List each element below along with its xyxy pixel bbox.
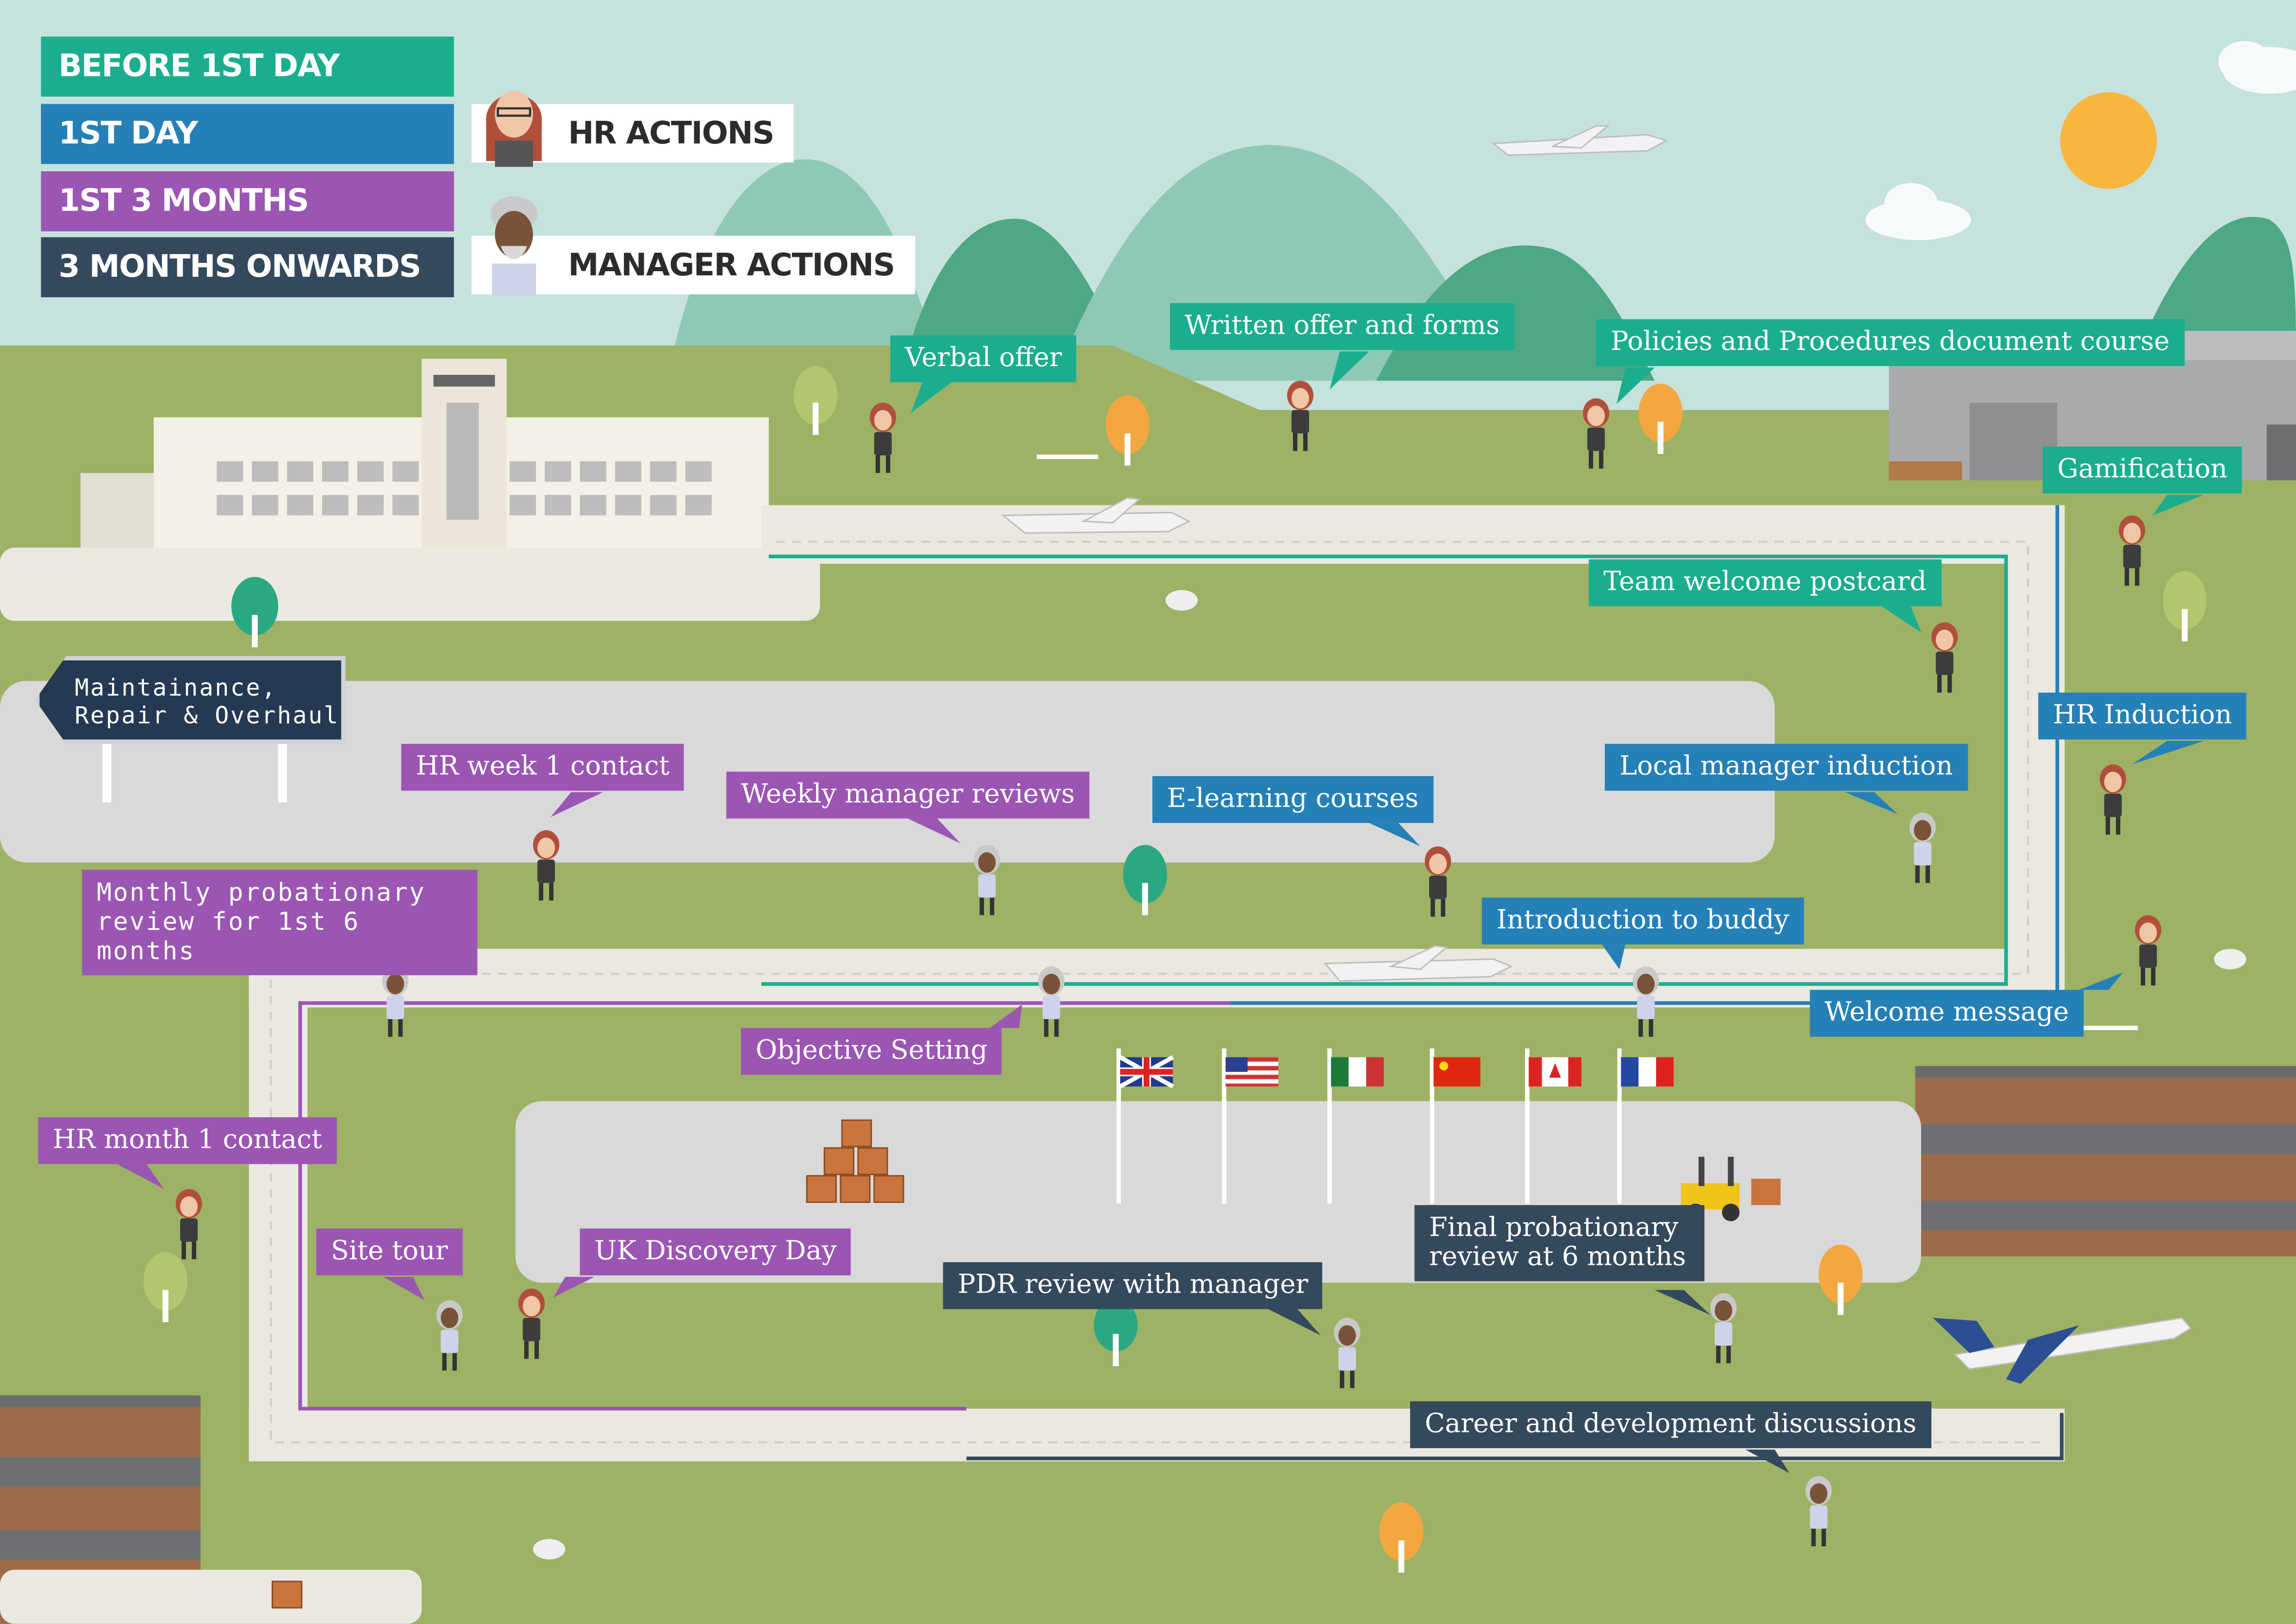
manager-person-icon [1632,966,1659,1037]
mro-sign: Maintainance, Repair & Overhaul [35,656,346,744]
hr-person-icon [1931,622,1958,693]
legend-manager-actions: MANAGER ACTIONS [471,236,915,294]
airplane-icon [1001,125,2192,1370]
callout-policies-procedures: Policies and Procedures document course [1596,319,2184,366]
france-flag-icon [1621,1057,1674,1087]
hr-person-icon [1583,398,1610,469]
manager-person-icon [1710,1293,1737,1363]
callout-team-welcome-postcard: Team welcome postcard [1588,559,1941,606]
callout-verbal-offer: Verbal offer [890,335,1077,382]
legend-three-months-onwards: 3 MONTHS ONWARDS [41,237,454,298]
manager-person-icon [1805,1476,1832,1547]
manager-person-icon [1038,966,1065,1037]
callout-gamification: Gamification [2042,446,2242,494]
callout-hr-week1-contact: HR week 1 contact [401,744,684,791]
legend-manager-label: MANAGER ACTIONS [568,247,896,283]
hr-person-icon [533,830,560,901]
legend-first-day: 1ST DAY [41,104,454,164]
callout-final-probationary-review: Final probationary review at 6 months [1414,1205,1705,1282]
callout-weekly-manager-reviews: Weekly manager reviews [726,772,1089,819]
callout-uk-discovery-day: UK Discovery Day [579,1228,852,1276]
callout-introduction-to-buddy: Introduction to buddy [1481,897,1804,945]
hr-person-icon [518,1288,545,1359]
crates-icon [271,1119,904,1609]
airplane-tail [1933,1318,1995,1353]
callout-hr-induction: HR Induction [2038,692,2247,740]
canada-flag-icon [1529,1057,1582,1087]
hr-person-icon [2119,515,2146,586]
callout-elearning-courses: E-learning courses [1152,776,1433,823]
hr-person-icon [2100,764,2126,835]
callout-welcome-message: Welcome message [1810,989,2084,1037]
manager-person-icon [1334,1318,1361,1388]
hr-person-icon [870,403,896,473]
manager-person-icon [973,845,1000,915]
us-flag-icon [1226,1057,1279,1087]
callout-hr-month1-contact: HR month 1 contact [38,1117,337,1164]
hr-person-icon [1425,846,1451,917]
legend-before-first-day: BEFORE 1ST DAY [41,37,454,97]
flagpoles [1116,1048,1622,1204]
legend-hr-label: HR ACTIONS [568,115,775,151]
manager-person-icon [490,196,538,296]
callout-monthly-probationary-review: Monthly probationary review for 1st 6 mo… [82,870,478,976]
china-flag-icon [1433,1057,1481,1087]
hr-person-icon [1287,380,1314,451]
manager-person-icon [436,1300,463,1371]
brick-building-right [1915,1066,2296,1257]
sun-icon [2060,92,2157,189]
callout-objective-setting: Objective Setting [740,1028,1002,1075]
hr-person-icon [175,1189,202,1259]
cloud-icon [1865,41,2296,240]
hr-person-icon [2134,915,2161,986]
hr-person-icon [486,91,542,167]
legend-first-three-months: 1ST 3 MONTHS [41,171,454,231]
callout-pdr-review: PDR review with manager [943,1262,1323,1309]
callout-career-development: Career and development discussions [1410,1401,1931,1449]
callout-site-tour: Site tour [316,1228,463,1276]
mexico-flag-icon [1331,1057,1384,1087]
tree-icon [143,366,2207,1573]
uk-flag-icon [1119,1055,1174,1089]
callout-local-manager-induction: Local manager induction [1605,744,1968,791]
callout-written-offer: Written offer and forms [1170,303,1514,350]
sheep-icon [533,590,2246,1560]
manager-person-icon [1909,812,1936,883]
